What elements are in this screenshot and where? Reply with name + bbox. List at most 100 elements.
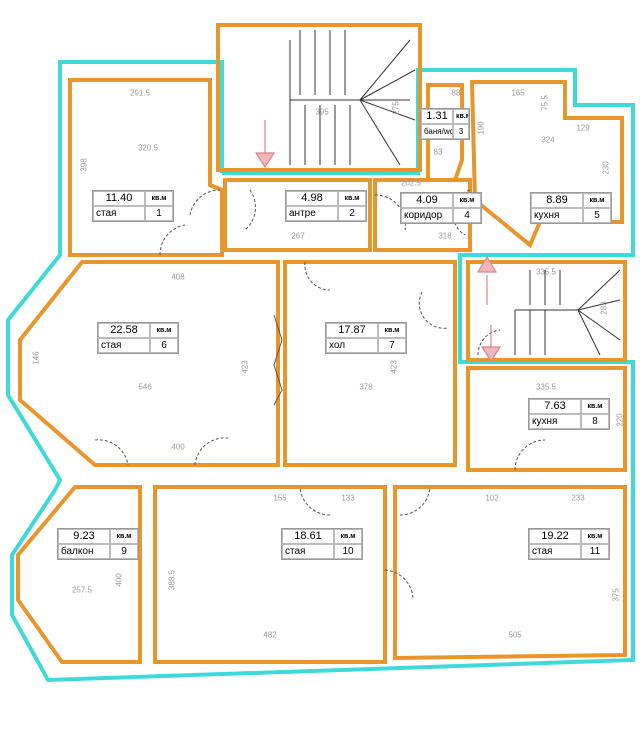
room-number: 4 bbox=[453, 208, 481, 223]
dimension: 283 bbox=[599, 301, 609, 315]
dimension: 102 bbox=[485, 493, 499, 503]
dimension: 267 bbox=[291, 231, 305, 241]
room-unit: кв.м bbox=[334, 529, 362, 544]
dimension: 335.5 bbox=[535, 267, 557, 277]
dimension: 318 bbox=[438, 231, 452, 241]
room-area: 9.23 bbox=[58, 529, 110, 544]
dimension: 291.5 bbox=[129, 88, 151, 98]
room-name: баня/wc bbox=[421, 124, 453, 139]
arrow-up-icon bbox=[476, 255, 498, 273]
room-name: антре bbox=[286, 206, 338, 221]
room-area: 11.40 bbox=[93, 191, 145, 206]
dimension: 165 bbox=[511, 88, 525, 98]
dimension: 129 bbox=[576, 123, 590, 133]
dimension: 75.5 bbox=[540, 95, 550, 111]
dimension: 395 bbox=[315, 107, 329, 117]
room-number: 11 bbox=[581, 544, 609, 559]
room-8-walls bbox=[466, 366, 627, 472]
sliding-door bbox=[273, 314, 283, 406]
room-unit: кв.м bbox=[581, 399, 609, 414]
dimension: 155 bbox=[273, 493, 287, 503]
room-name: балкон bbox=[58, 544, 110, 559]
room-unit: кв.м bbox=[110, 529, 138, 544]
room-2-walls bbox=[223, 178, 372, 252]
room-4-walls bbox=[373, 178, 472, 252]
dimension: 324 bbox=[541, 135, 555, 145]
dimension: 83 bbox=[433, 147, 443, 157]
dimension: 398 bbox=[79, 158, 89, 172]
room-name: кухня bbox=[531, 208, 583, 223]
dimension: 400 bbox=[114, 573, 124, 587]
room-area: 7.63 bbox=[529, 399, 581, 414]
dimension: 546 bbox=[138, 382, 152, 392]
dimension: 146 bbox=[31, 351, 41, 365]
dimension: 275 bbox=[391, 101, 401, 115]
dimension: 375 bbox=[611, 588, 621, 602]
dimension: 505 bbox=[508, 630, 522, 640]
room-name: стая bbox=[529, 544, 581, 559]
arrow-down-icon bbox=[480, 346, 502, 363]
dimension: 233 bbox=[571, 493, 585, 503]
dimension: 388.5 bbox=[167, 569, 177, 591]
dimension: 257.5 bbox=[71, 585, 93, 595]
dimension: 320.5 bbox=[137, 143, 159, 153]
room-number: 5 bbox=[583, 208, 611, 223]
dimension: 400 bbox=[171, 442, 185, 452]
stair-arrows bbox=[254, 120, 502, 363]
room-area: 4.98 bbox=[286, 191, 338, 206]
room-name: стая bbox=[282, 544, 334, 559]
room-number: 8 bbox=[581, 414, 609, 429]
arrow-down-icon bbox=[254, 152, 276, 169]
room-area: 1.31 bbox=[421, 109, 453, 124]
room-10-walls bbox=[153, 485, 387, 664]
room-area: 4.09 bbox=[401, 193, 453, 208]
stairs bbox=[289, 30, 621, 356]
dimension: 408 bbox=[171, 272, 185, 282]
room-name: хол bbox=[326, 338, 378, 353]
room-area: 18.61 bbox=[282, 529, 334, 544]
room-name: стая bbox=[93, 206, 145, 221]
dimension: 482 bbox=[263, 630, 277, 640]
room-unit: кв.м bbox=[145, 191, 173, 206]
dimension: 88 bbox=[451, 88, 461, 98]
room-area: 22.58 bbox=[98, 323, 150, 338]
dimension: 423 bbox=[240, 360, 250, 374]
room-name: стая bbox=[98, 338, 150, 353]
room-3-walls bbox=[426, 83, 464, 182]
room-area: 19.22 bbox=[529, 529, 581, 544]
walls bbox=[16, 23, 627, 664]
room-number: 10 bbox=[334, 544, 362, 559]
dimension: 230 bbox=[601, 161, 611, 175]
room-unit: кв.м bbox=[150, 323, 178, 338]
room-unit: кв.м bbox=[453, 109, 469, 124]
dimension: 378 bbox=[359, 382, 373, 392]
door-swings bbox=[94, 189, 546, 601]
dimension: 190 bbox=[476, 121, 486, 135]
room-unit: кв.м bbox=[378, 323, 406, 338]
room-unit: кв.м bbox=[453, 193, 481, 208]
room-number: 3 bbox=[453, 124, 469, 139]
room-number: 6 bbox=[150, 338, 178, 353]
room-number: 7 bbox=[378, 338, 406, 353]
room-unit: кв.м bbox=[581, 529, 609, 544]
stair-2-walls bbox=[466, 260, 627, 362]
dimension: 335.5 bbox=[535, 382, 557, 392]
room-6-walls bbox=[18, 260, 280, 467]
room-unit: кв.м bbox=[338, 191, 366, 206]
room-area: 8.89 bbox=[531, 193, 583, 208]
room-9-walls bbox=[16, 485, 142, 664]
room-11-walls bbox=[393, 485, 627, 661]
dimension: 133 bbox=[341, 493, 355, 503]
